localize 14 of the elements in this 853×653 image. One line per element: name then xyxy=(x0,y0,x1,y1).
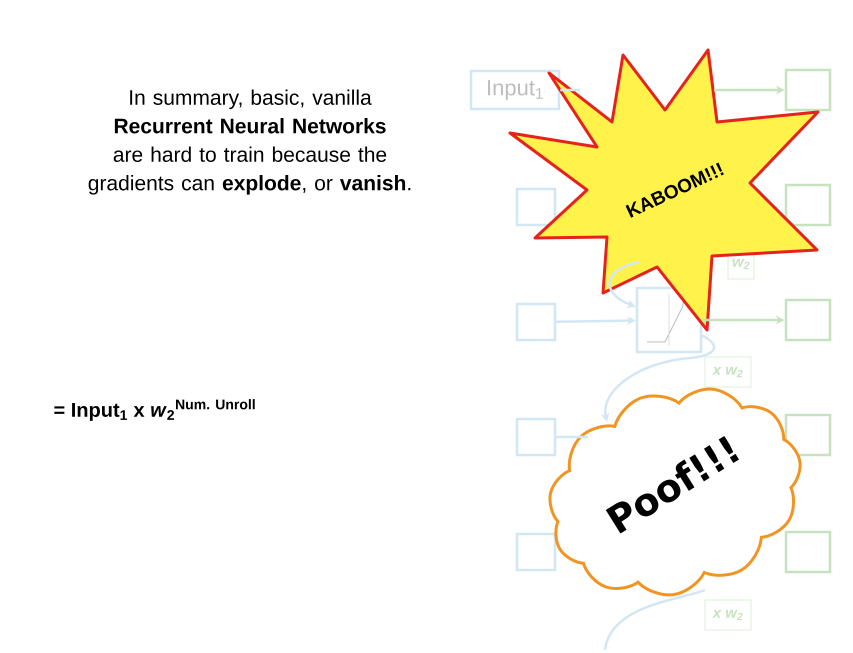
formula-text: = Input$_{1}$ x w$_{2}$Num. Unroll xyxy=(54,399,255,421)
input-box xyxy=(516,188,556,226)
label: In summary, basic, vanilla Recurrent Neural Networks are hard to train because the gradients can explode, or vanish. xyxy=(88,90,410,195)
input-box xyxy=(516,532,556,572)
weight-box: x w$_{2}$ xyxy=(704,600,752,630)
input-box xyxy=(516,418,556,456)
output-box xyxy=(784,298,832,342)
weight-box: x w$_{2}$ xyxy=(704,356,752,388)
arrow xyxy=(608,260,640,308)
output-box xyxy=(784,530,832,574)
input-box: Input$_{1}$ xyxy=(470,70,560,110)
input-box xyxy=(516,302,556,342)
output-box xyxy=(784,184,832,226)
output-box xyxy=(784,68,832,112)
